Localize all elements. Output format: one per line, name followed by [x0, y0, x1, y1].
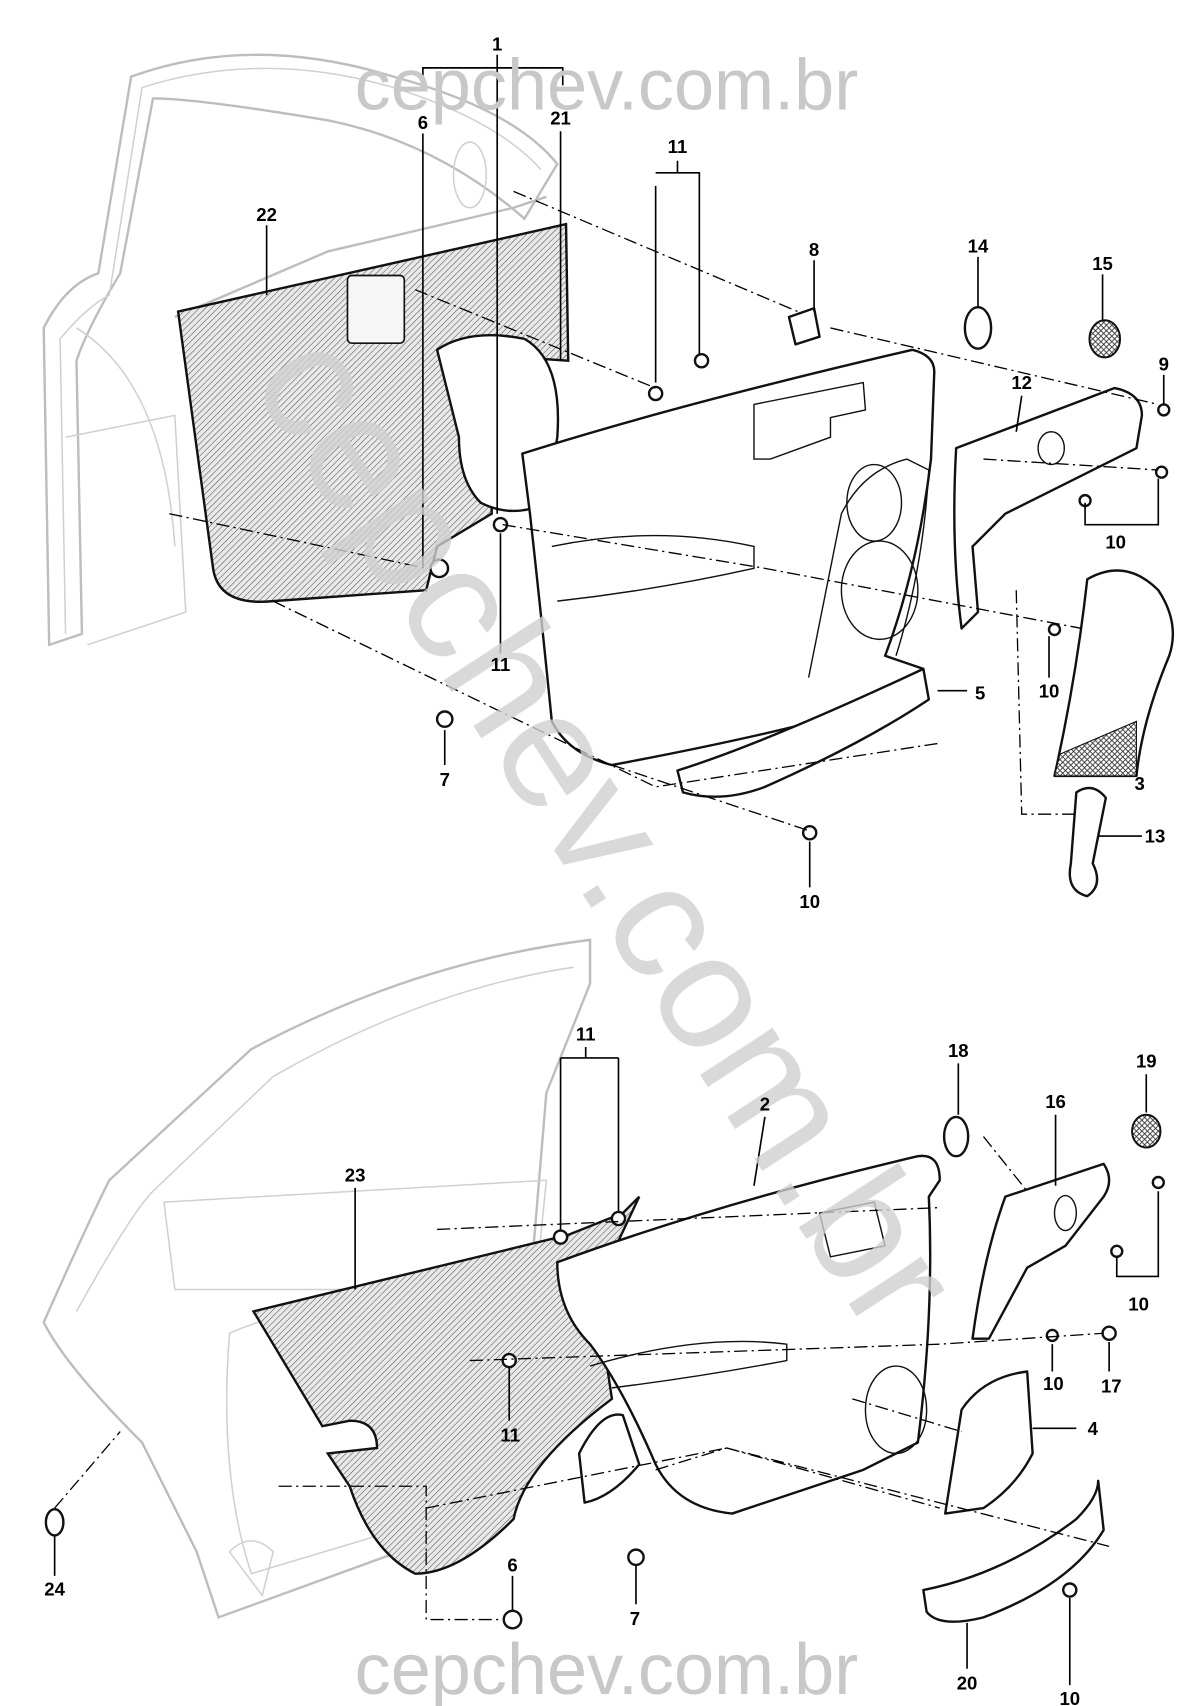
rear-callouts: 11 18 19 16 2 23 10 10 17 11 4 24 6 7 20…: [44, 1023, 1156, 1706]
front-callouts: 1 6 21 22 11 8 14 15 9 12 10 11 5 10 7 3…: [256, 33, 1169, 912]
clip-8: [787, 307, 821, 346]
front-door-assembly: [42, 53, 1175, 898]
plug-24: [44, 1507, 65, 1537]
callout-24: 24: [44, 1579, 65, 1600]
callout-1: 1: [492, 33, 502, 54]
callout-7: 7: [630, 1608, 640, 1629]
front-speaker-grille-3: [1053, 569, 1175, 778]
rear-mirror-trim-16: [971, 1162, 1111, 1340]
callout-20: 20: [957, 1672, 978, 1693]
callout-11: 11: [576, 1023, 596, 1044]
water-shield-23: [251, 1195, 641, 1575]
front-leader-lines: [169, 54, 1165, 888]
callout-10: 10: [1043, 1373, 1064, 1394]
plug-17: [1101, 1325, 1117, 1342]
rear-door-assembly: [42, 938, 1165, 1686]
watermark-bottom: cepchev.com.br: [355, 1630, 859, 1706]
rear-door-pocket-20: [922, 1479, 1105, 1623]
front-door-pocket-5: [676, 667, 931, 798]
tweeter-grille-15: [1088, 319, 1122, 359]
callout-5: 5: [975, 682, 985, 703]
callout-6: 6: [507, 1554, 517, 1575]
front-door-shell: [42, 53, 559, 647]
callout-10: 10: [799, 891, 820, 912]
callout-11: 11: [668, 136, 688, 157]
callout-9: 9: [1159, 354, 1169, 375]
watermark-top: cepchev.com.br: [355, 45, 859, 125]
callout-4: 4: [1088, 1418, 1099, 1439]
rear-trim-panel-2: [556, 1154, 941, 1515]
callout-11: 11: [500, 1424, 520, 1445]
cap-14: [963, 305, 993, 350]
callout-12: 12: [1011, 372, 1032, 393]
callout-6: 6: [418, 112, 428, 133]
callout-7: 7: [440, 769, 450, 790]
rear-fasteners: [501, 1175, 1165, 1630]
callout-10: 10: [1059, 1688, 1080, 1706]
callout-10: 10: [1128, 1293, 1149, 1314]
callout-17: 17: [1101, 1375, 1122, 1396]
front-trim-panel-1: [521, 348, 936, 767]
callout-21: 21: [550, 108, 571, 129]
callout-14: 14: [968, 236, 989, 257]
callout-8: 8: [809, 239, 819, 260]
speaker-bracket: [577, 1413, 641, 1504]
callout-10: 10: [1039, 680, 1060, 701]
callout-11: 11: [491, 654, 511, 675]
tweeter-grille-19: [1131, 1113, 1162, 1149]
callout-18: 18: [948, 1040, 969, 1061]
cap-18: [942, 1115, 970, 1158]
callout-13: 13: [1145, 826, 1166, 847]
rear-speaker-cover-4: [944, 1370, 1034, 1515]
callout-10: 10: [1105, 532, 1126, 553]
front-fasteners: [429, 352, 1171, 841]
shield-cutout: [346, 274, 406, 345]
callout-19: 19: [1136, 1051, 1157, 1072]
handle-13: [1068, 786, 1108, 898]
front-mirror-trim-12: [953, 386, 1144, 630]
callout-22: 22: [256, 204, 277, 225]
callout-23: 23: [345, 1164, 366, 1185]
callout-2: 2: [760, 1093, 770, 1114]
callout-15: 15: [1092, 253, 1113, 274]
callout-3: 3: [1135, 773, 1145, 794]
rear-leader-lines: [53, 1046, 1160, 1686]
callout-16: 16: [1045, 1091, 1066, 1112]
